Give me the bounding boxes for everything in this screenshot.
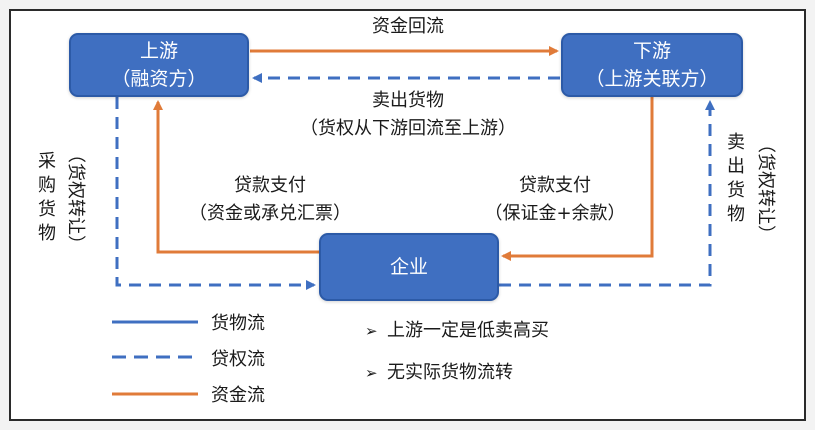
loan-payment-right-arrow bbox=[501, 97, 654, 261]
sell-goods-right-label: 卖出货物 bbox=[727, 132, 745, 225]
purchase-goods-label: 采购货物 bbox=[38, 151, 56, 244]
upstream-subtitle: （融资方） bbox=[111, 68, 207, 90]
arrow-bullet-icon: ➢ bbox=[365, 364, 378, 382]
upstream-title: 上游 bbox=[139, 40, 178, 62]
legend-goods-flow-label: 货物流 bbox=[211, 313, 265, 334]
note-text: 上游一定是低卖高买 bbox=[387, 320, 549, 341]
note-text: 无实际货物流转 bbox=[387, 362, 513, 383]
sell-goods-note: （货权从下游回流至上游） bbox=[300, 118, 516, 139]
loan-payment-left-label: 贷款支付 bbox=[234, 175, 306, 196]
legend-capital-flow-label: 资金流 bbox=[211, 385, 265, 406]
enterprise-node: 企业 bbox=[319, 233, 499, 301]
upstream-node: 上游 （融资方） bbox=[69, 33, 249, 97]
enterprise-title: 企业 bbox=[389, 256, 428, 278]
legend-loan-flow-label: 贷权流 bbox=[211, 349, 265, 370]
sell-goods-right-arrow bbox=[499, 100, 715, 287]
sell-goods-label: 卖出货物 bbox=[372, 90, 444, 111]
note-item: ➢ 无实际货物流转 bbox=[365, 358, 513, 384]
sell-goods-right-note: （货权转让） bbox=[755, 135, 776, 243]
arrow-bullet-icon: ➢ bbox=[365, 322, 378, 340]
downstream-subtitle: （上游关联方） bbox=[585, 68, 719, 90]
loan-payment-right-note: （保证金+余款） bbox=[484, 203, 626, 224]
downstream-node: 下游 （上游关联方） bbox=[561, 33, 743, 97]
note-item: ➢ 上游一定是低卖高买 bbox=[365, 316, 549, 342]
purchase-goods-arrow bbox=[115, 97, 316, 290]
downstream-title: 下游 bbox=[632, 40, 671, 62]
capital-return-label: 资金回流 bbox=[372, 16, 444, 37]
loan-payment-left-arrow bbox=[153, 100, 319, 254]
purchase-goods-note: （货权转让） bbox=[65, 145, 86, 253]
loan-payment-right-label: 贷款支付 bbox=[519, 175, 591, 196]
loan-payment-left-note: （资金或承兑汇票） bbox=[189, 203, 351, 224]
